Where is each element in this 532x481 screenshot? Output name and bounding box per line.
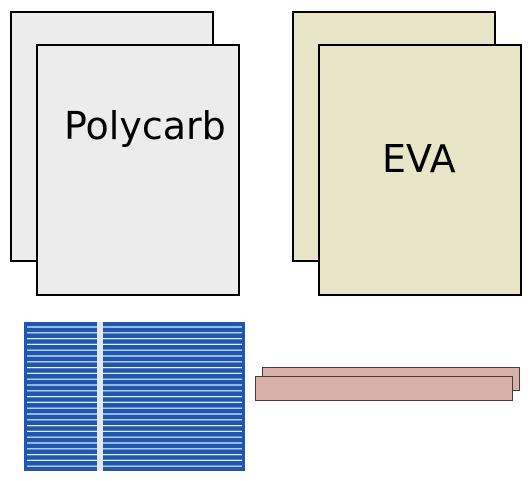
polycarbonate-label: Polycarb bbox=[64, 104, 226, 148]
solar-cell bbox=[24, 322, 245, 471]
polycarbonate-sheet-front bbox=[36, 44, 240, 296]
solar-cell-fingers bbox=[27, 326, 242, 467]
eva-sheet-front bbox=[318, 44, 522, 296]
ribbon-strip-front bbox=[255, 376, 513, 401]
eva-label: EVA bbox=[382, 137, 456, 181]
solar-cell-busbar bbox=[97, 322, 103, 471]
